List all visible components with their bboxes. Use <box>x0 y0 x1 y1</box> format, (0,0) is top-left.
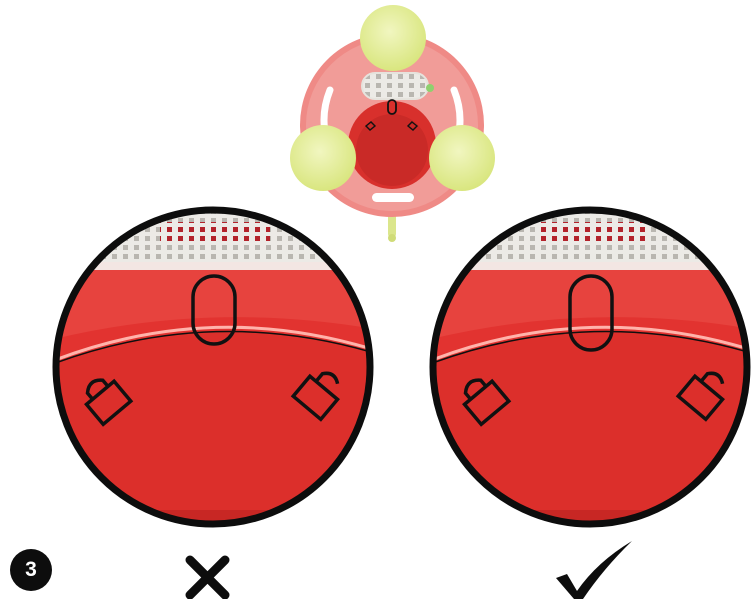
speaker-grill <box>361 72 429 100</box>
slot-indicator-icon <box>191 274 237 346</box>
cross-icon <box>185 555 230 599</box>
slot-indicator-icon <box>568 274 614 352</box>
ball-top <box>360 5 426 71</box>
lock-open-icon <box>675 371 725 422</box>
ball-right <box>429 125 495 191</box>
lock-open-icon <box>290 371 340 422</box>
device-overview <box>290 5 495 242</box>
device-stem <box>388 210 396 238</box>
status-led <box>426 84 434 92</box>
step-number-badge: 3 <box>10 549 52 591</box>
checkmark-icon <box>556 541 632 599</box>
zoom-panel-correct <box>429 206 751 528</box>
ball-left <box>290 125 356 191</box>
zoom-panel-incorrect <box>52 206 374 528</box>
lock-closed-icon <box>462 378 512 427</box>
lock-closed-icon <box>84 378 134 427</box>
